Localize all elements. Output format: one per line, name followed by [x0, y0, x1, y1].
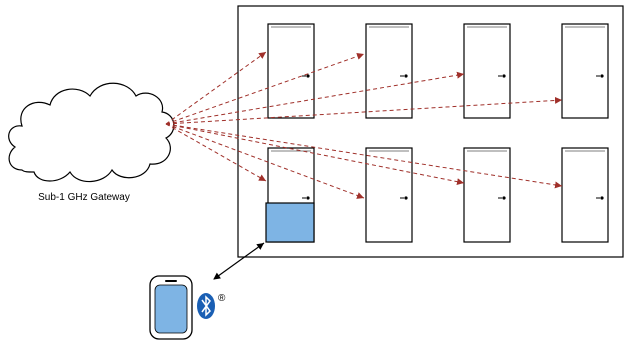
- bluetooth-link-arrow: [213, 242, 265, 280]
- registered-mark: ®: [218, 293, 226, 304]
- link-arrow: [165, 123, 267, 182]
- gateway-label: Sub-1 GHz Gateway: [38, 192, 130, 203]
- door-icon: [463, 23, 511, 119]
- link-arrow: [165, 53, 365, 125]
- cloud-icon: [8, 82, 175, 183]
- door-icon: [561, 147, 609, 243]
- door-icon: [463, 147, 511, 243]
- link-arrow: [165, 96, 563, 125]
- door-icon: [365, 23, 413, 119]
- wireless-links: [165, 51, 563, 199]
- link-arrow: [165, 71, 465, 125]
- bluetooth-icon: [197, 293, 215, 319]
- link-arrow: [165, 123, 465, 186]
- link-arrow: [165, 123, 563, 189]
- link-arrow: [165, 123, 365, 199]
- door-icon: [267, 23, 315, 119]
- bluetooth-module-panel: [265, 202, 315, 243]
- smartphone-icon: [149, 275, 193, 340]
- door-icon: [561, 23, 609, 119]
- door-icon: [365, 147, 413, 243]
